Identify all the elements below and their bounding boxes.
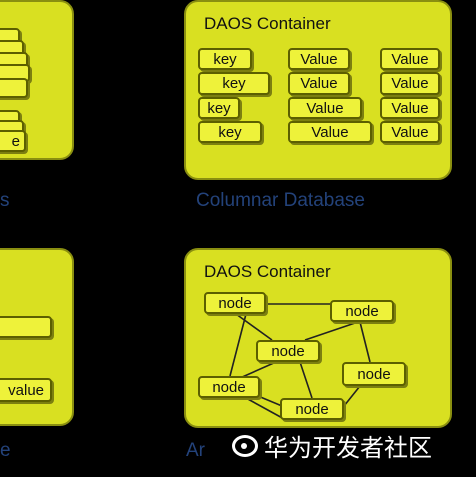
left-top-caption-fragment: s	[0, 190, 10, 211]
node-label: node	[271, 342, 305, 360]
graph-edge	[359, 321, 371, 363]
columnar-container-title: DAOS Container	[204, 14, 331, 33]
value-box: Value	[288, 72, 350, 95]
value-label: Value	[391, 123, 429, 141]
key-label: key	[218, 123, 242, 141]
value-label: Value	[391, 99, 429, 117]
columnar-caption: Columnar Database	[196, 190, 365, 211]
graph-container-title: DAOS Container	[204, 262, 331, 281]
value-box: Value	[380, 121, 440, 143]
stacked-box-labeled: e	[0, 130, 26, 152]
bar-box	[0, 316, 52, 338]
graph-node: node	[330, 300, 394, 322]
weibo-icon	[232, 434, 258, 457]
graph-node: node	[280, 398, 344, 420]
graph-edge	[245, 397, 287, 421]
graph-edge	[299, 361, 313, 399]
key-box: key	[198, 121, 262, 143]
graph-edge	[229, 313, 247, 377]
graph-node: node	[256, 340, 320, 362]
key-label: key	[207, 99, 231, 117]
value-box: value	[0, 378, 52, 402]
node-label: node	[295, 400, 329, 418]
key-box: key	[198, 48, 252, 70]
watermark-text: 华为开发者社区	[264, 434, 432, 462]
key-label: key	[213, 50, 237, 68]
node-label: node	[357, 365, 391, 383]
graph-caption-fragment: Ar	[186, 440, 205, 461]
value-label: Value	[300, 50, 338, 68]
graph-edge	[343, 385, 361, 407]
graph-edge	[239, 361, 277, 379]
graph-node: node	[342, 362, 406, 386]
value-box: Value	[288, 121, 372, 143]
left-bottom-caption-fragment: e	[0, 440, 11, 461]
graph-edge	[235, 313, 273, 341]
graph-edge	[304, 321, 359, 341]
value-box: Value	[288, 48, 350, 70]
node-label: node	[212, 378, 246, 396]
value-label: Value	[391, 50, 429, 68]
stacked-box-label: e	[11, 132, 20, 150]
value-box: Value	[380, 48, 440, 70]
value-label: value	[8, 381, 44, 399]
key-label: key	[222, 75, 246, 92]
stacked-box	[0, 78, 28, 98]
value-box: Value	[380, 72, 440, 95]
graph-edge	[257, 395, 283, 407]
value-label: Value	[300, 75, 338, 92]
graph-node: node	[204, 292, 266, 314]
node-label: node	[345, 302, 379, 320]
key-box: key	[198, 97, 240, 119]
value-box: Value	[380, 97, 440, 119]
watermark: 华为开发者社区	[232, 428, 432, 463]
key-box: key	[198, 72, 270, 95]
value-label: Value	[311, 123, 349, 141]
value-label: Value	[391, 75, 429, 92]
graph-node: node	[198, 376, 260, 398]
value-box: Value	[288, 97, 362, 119]
value-label: Value	[306, 99, 344, 117]
node-label: node	[218, 294, 252, 312]
